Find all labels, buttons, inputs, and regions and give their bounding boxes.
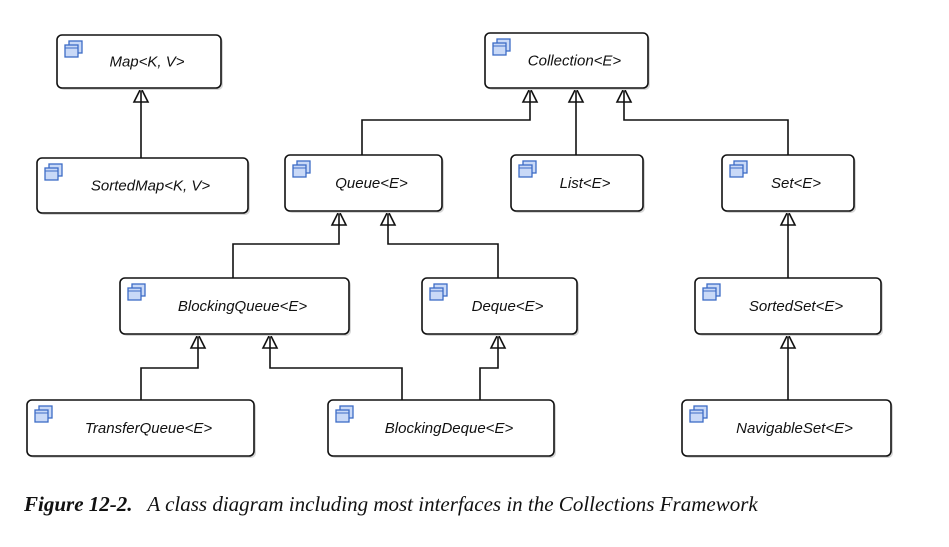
- node-label-deque: Deque<E>: [472, 298, 544, 315]
- inheritance-edge-blockingdeque-blockingqueue: [261, 332, 403, 400]
- interface-node-sortedset: SortedSet<E>: [694, 277, 883, 336]
- interface-icon: [689, 405, 708, 423]
- interface-icon: [292, 160, 311, 178]
- interface-icon: [335, 405, 354, 423]
- edge-line: [479, 348, 499, 400]
- figure-number: Figure 12-2.: [24, 492, 133, 516]
- inheritance-edge-blockingdeque-deque: [479, 332, 507, 400]
- inheritance-edge-sortedset-set: [779, 209, 797, 278]
- node-label-collection: Collection<E>: [528, 53, 622, 70]
- node-label-list: List<E>: [560, 175, 611, 192]
- interface-node-set: Set<E>: [721, 154, 856, 213]
- inheritance-edge-navigableset-sortedset: [779, 332, 797, 400]
- inheritance-edge-deque-queue: [379, 209, 499, 278]
- interface-icon: [492, 38, 511, 56]
- edge-line: [269, 348, 403, 400]
- interface-node-transferqueue: TransferQueue<E>: [26, 399, 256, 458]
- inheritance-edge-sortedmap-map: [132, 86, 150, 158]
- edge-line: [361, 102, 531, 155]
- edge-line: [140, 348, 199, 400]
- inheritance-edge-queue-collection: [361, 86, 539, 155]
- node-box: [284, 154, 443, 212]
- node-box: [721, 154, 855, 212]
- node-box: [694, 277, 882, 335]
- node-box: [327, 399, 555, 457]
- interface-icon: [34, 405, 53, 423]
- node-box: [510, 154, 644, 212]
- interface-node-collection: Collection<E>: [484, 32, 650, 90]
- node-box: [119, 277, 350, 335]
- node-label-queue: Queue<E>: [335, 175, 408, 192]
- interface-node-map: Map<K, V>: [56, 34, 223, 90]
- node-label-blockingqueue: BlockingQueue<E>: [178, 298, 307, 315]
- node-label-transferqueue: TransferQueue<E>: [85, 420, 213, 437]
- interface-icon: [64, 40, 83, 58]
- node-box: [681, 399, 892, 457]
- interface-node-blockingdeque: BlockingDeque<E>: [327, 399, 556, 458]
- interface-icon: [429, 283, 448, 301]
- node-label-blockingdeque: BlockingDeque<E>: [385, 420, 514, 437]
- node-box: [36, 157, 249, 214]
- node-label-set: Set<E>: [771, 175, 821, 192]
- class-diagram: Map<K, V> SortedMap<K, V> Collection<E> Que…: [26, 32, 893, 458]
- node-box: [484, 32, 649, 89]
- interface-node-blockingqueue: BlockingQueue<E>: [119, 277, 351, 336]
- node-label-map: Map<K, V>: [109, 54, 184, 71]
- inheritance-edge-set-collection: [615, 86, 789, 155]
- figure-caption: Figure 12-2. A class diagram including m…: [24, 492, 934, 517]
- interface-node-queue: Queue<E>: [284, 154, 444, 213]
- interface-node-list: List<E>: [510, 154, 645, 213]
- node-box: [26, 399, 255, 457]
- inheritance-edge-blockingqueue-queue: [232, 209, 348, 278]
- node-box: [421, 277, 578, 335]
- interface-node-deque: Deque<E>: [421, 277, 579, 336]
- edge-line: [623, 102, 789, 155]
- interface-icon: [44, 163, 63, 181]
- interface-icon: [518, 160, 537, 178]
- node-label-sortedset: SortedSet<E>: [749, 298, 843, 315]
- caption-text: A class diagram including most interface…: [147, 492, 758, 516]
- interface-node-sortedmap: SortedMap<K, V>: [36, 157, 250, 215]
- interface-icon: [729, 160, 748, 178]
- inheritance-edge-list-collection: [567, 86, 585, 155]
- node-label-sortedmap: SortedMap<K, V>: [91, 178, 210, 195]
- interface-icon: [127, 283, 146, 301]
- interface-node-navigableset: NavigableSet<E>: [681, 399, 893, 458]
- edge-line: [232, 225, 340, 278]
- node-box: [56, 34, 222, 89]
- interface-icon: [702, 283, 721, 301]
- edge-line: [387, 225, 499, 278]
- node-label-navigableset: NavigableSet<E>: [736, 420, 853, 437]
- inheritance-edge-transferqueue-blockingqueue: [140, 332, 207, 400]
